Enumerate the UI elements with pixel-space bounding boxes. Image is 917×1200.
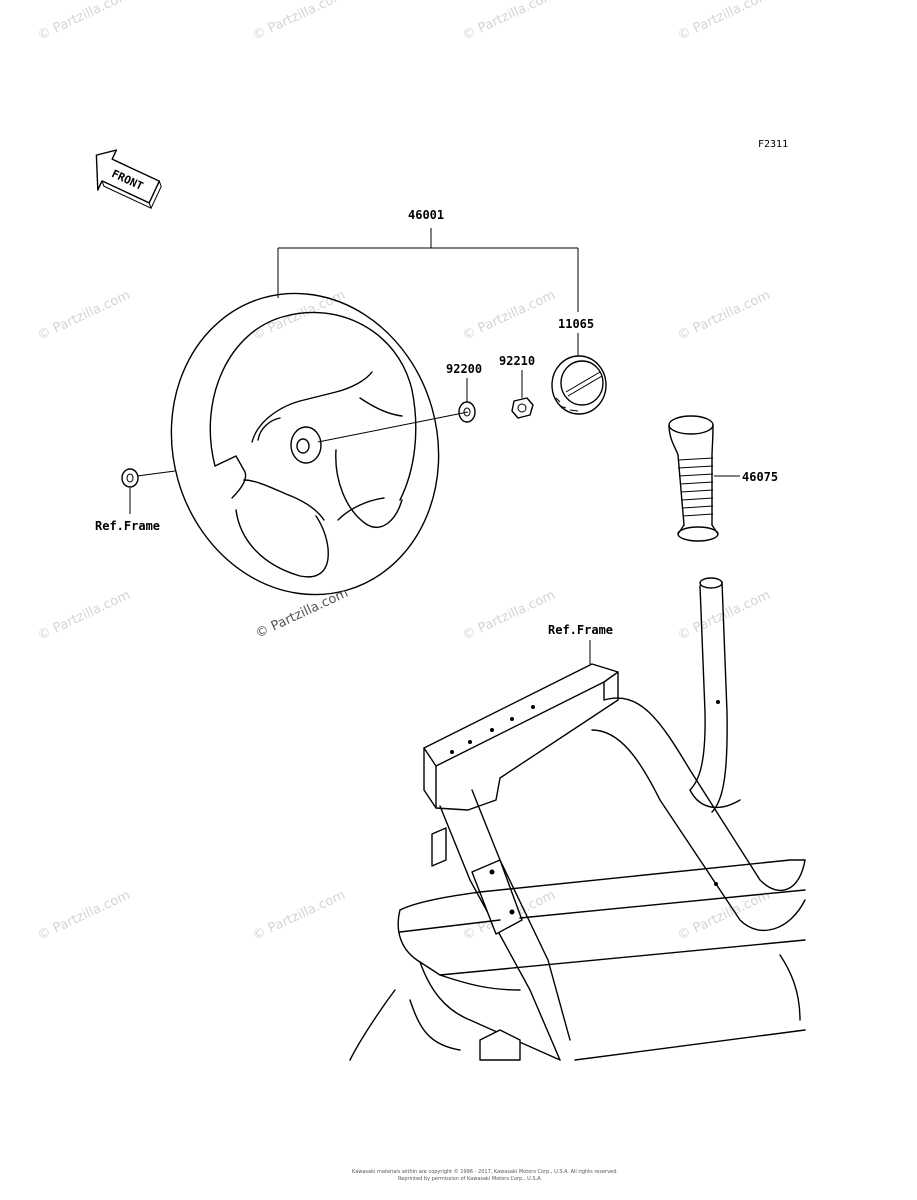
part-number-11065: 11065 xyxy=(558,317,594,331)
copyright-line-2: Reprinted by permission of Kawasaki Moto… xyxy=(398,1176,542,1182)
watermark: © Partzilla.com xyxy=(460,288,557,344)
steering-wheel xyxy=(136,292,469,596)
part-number-92210: 92210 xyxy=(499,354,535,368)
washer-92200: 92200 xyxy=(446,362,482,423)
watermark: © Partzilla.com xyxy=(35,0,132,44)
emblem-11065: 11065 xyxy=(551,317,607,415)
watermark: © Partzilla.com xyxy=(35,888,132,944)
part-number-46001: 46001 xyxy=(408,208,444,222)
watermark: © Partzilla.com xyxy=(675,288,772,344)
ref-frame-left-label: Ref.Frame xyxy=(95,519,160,533)
watermark: © Partzilla.com xyxy=(460,0,557,44)
frame-ref-callout: Ref.Frame xyxy=(548,623,613,664)
figure-code: F2311 xyxy=(758,139,788,150)
part-number-92200: 92200 xyxy=(446,362,482,376)
vehicle-frame xyxy=(349,577,806,1061)
left-frame-washer: Ref.Frame xyxy=(95,468,160,533)
watermark: © Partzilla.com xyxy=(35,588,132,644)
watermark: © Partzilla.com xyxy=(250,288,347,344)
steering-wheel-callout: 46001 xyxy=(277,208,579,312)
watermark: © Partzilla.com xyxy=(460,588,557,644)
ref-frame-label: Ref.Frame xyxy=(548,623,613,637)
watermark: © Partzilla.com xyxy=(675,0,772,44)
nut-92210: 92210 xyxy=(499,354,535,419)
grip-46075: 46075 xyxy=(668,415,778,542)
watermark: © Partzilla.com xyxy=(35,288,132,344)
part-number-46075: 46075 xyxy=(742,470,778,484)
front-arrow-icon: FRONT xyxy=(95,149,162,210)
watermark: © Partzilla.com xyxy=(250,888,347,944)
copyright-line-1: Kawasaki materials within are copyright … xyxy=(352,1168,618,1175)
watermark: © Partzilla.com xyxy=(250,0,347,44)
